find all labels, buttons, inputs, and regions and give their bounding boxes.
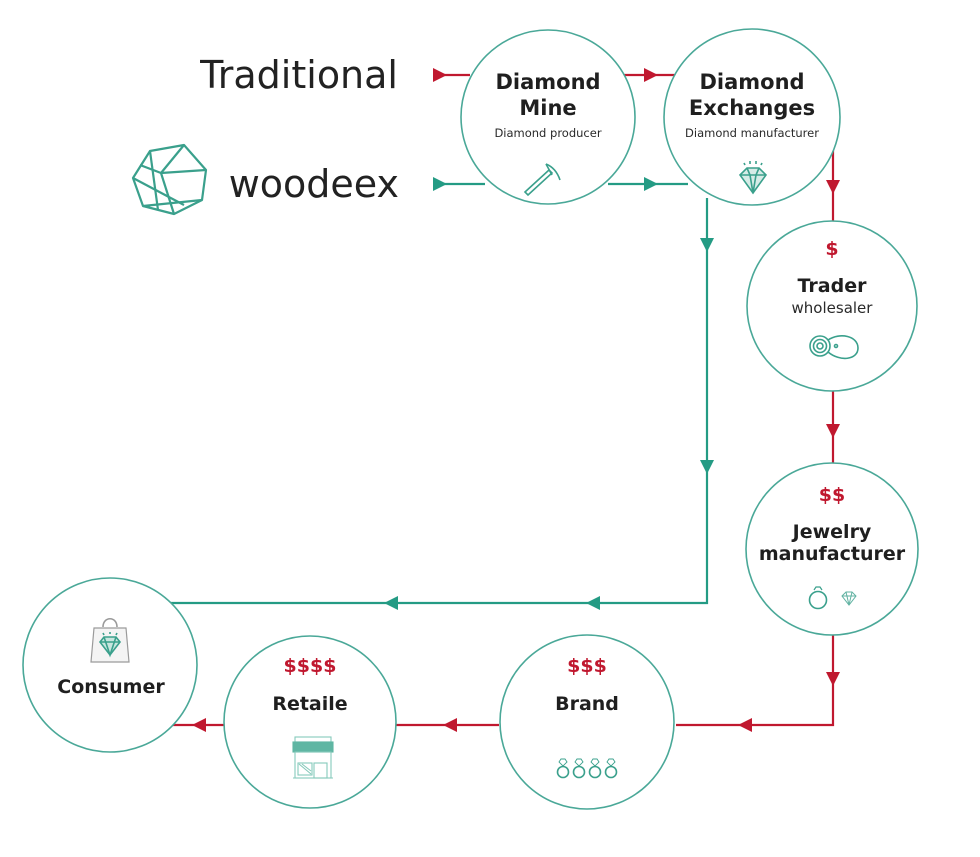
node-title-line: Retaile [272,693,347,715]
node-subtitle: Diamond producer [494,126,601,140]
arrow-right-icon [433,177,447,191]
node-title-line: Mine [519,96,576,120]
node-trader[interactable]: $ Trader wholesaler [746,220,918,392]
node-title-line: Brand [555,693,619,715]
storefront-icon [292,736,334,779]
woodeex-arrowheads [384,177,714,610]
arrow-right-icon [644,177,658,191]
node-jewelry-manufacturer[interactable]: $$ Jewelry manufacturer [745,462,919,636]
node-title-line: Exchanges [689,96,815,120]
node-circle [460,29,636,205]
price-indicator: $$$ [567,655,607,677]
arrow-down-icon [826,672,840,686]
arrow-right-icon [644,68,658,82]
node-diamond-exchanges[interactable]: Diamond Exchanges Diamond manufacturer [663,28,841,206]
ring-and-diamond-icon [808,586,857,610]
arrow-left-icon [192,718,206,732]
price-indicator: $$$$ [284,655,337,677]
node-circle [223,635,397,809]
woodeex-logo-icon [131,143,208,216]
node-title-line: Trader [798,275,868,297]
woodeex-line-exchange-to-consumer [165,198,709,605]
woodeex-flow-lines [165,182,709,605]
pickaxe-icon [523,163,561,197]
node-subtitle: wholesaler [792,299,874,317]
arrow-down-icon [700,460,714,474]
arrow-left-icon [384,596,398,610]
node-circle [663,28,841,206]
node-consumer[interactable]: Consumer [22,577,198,753]
node-diamond-mine[interactable]: Diamond Mine Diamond producer [460,29,636,205]
node-circle [746,220,918,392]
legend-traditional-label: Traditional [199,53,398,97]
arrow-down-icon [700,238,714,252]
arrow-left-icon [586,596,600,610]
traditional-arrowheads [192,68,840,732]
four-rings-icon [556,758,618,779]
loupe-icon [809,335,859,360]
node-title-line: Consumer [57,676,165,698]
node-title-line: manufacturer [759,543,906,565]
diamond-icon [738,161,768,195]
node-title-line: Diamond [699,70,804,94]
price-indicator: $$ [819,484,845,506]
arrow-down-icon [826,424,840,438]
node-title-line: Diamond [495,70,600,94]
node-subtitle: Diamond manufacturer [685,126,819,140]
price-indicator: $ [825,238,838,260]
node-circle [22,577,198,753]
node-brand[interactable]: $$$ Brand [499,634,675,810]
shopping-bag-diamond-icon [90,617,130,663]
traditional-line-jewelry-to-brand [676,633,835,727]
legend-woodeex-label: woodeex [229,162,399,206]
arrow-right-icon [433,68,447,82]
arrow-down-icon [826,180,840,194]
node-circle [745,462,919,636]
node-title-line: Jewelry [791,521,872,543]
arrow-left-icon [738,718,752,732]
arrow-left-icon [443,718,457,732]
node-retaile[interactable]: $$$$ Retaile [223,635,397,809]
node-circle [499,634,675,810]
